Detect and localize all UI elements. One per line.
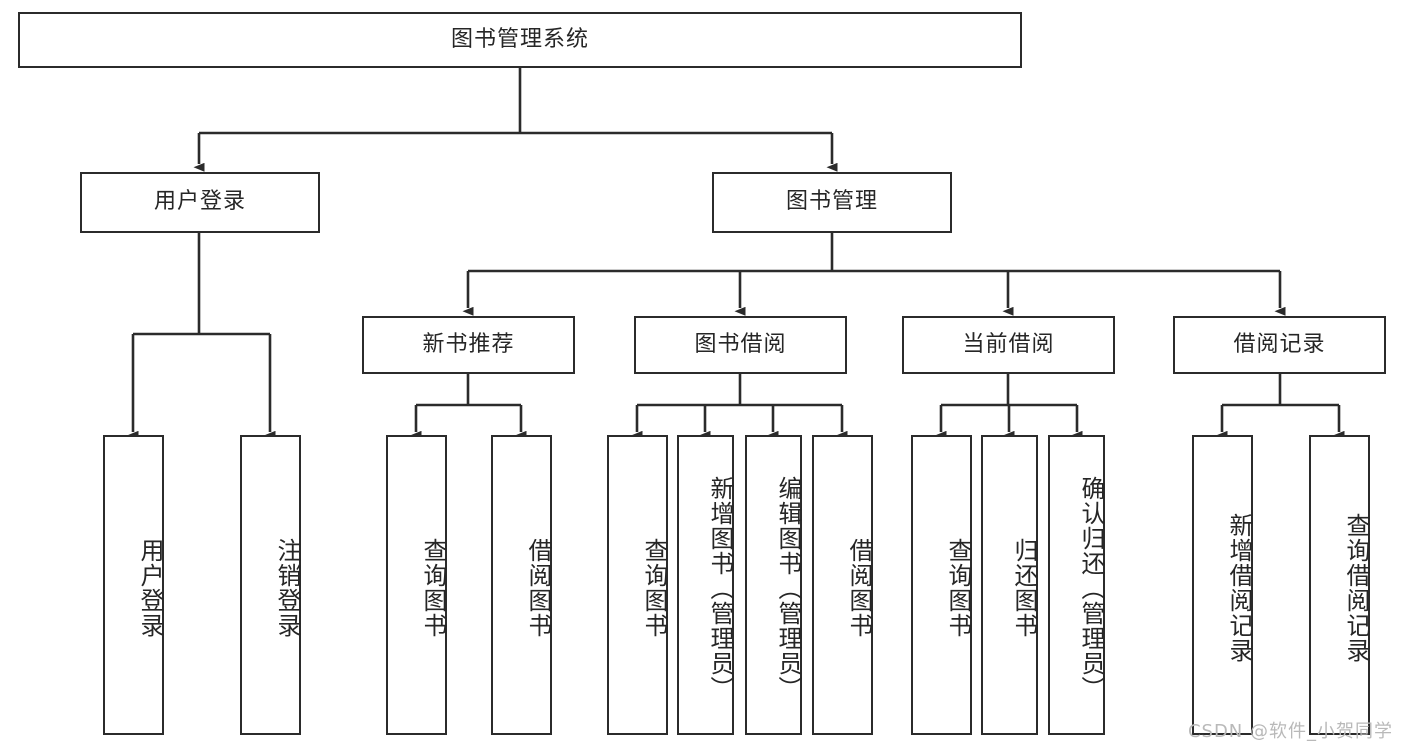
node-label: 图书借阅 xyxy=(694,331,787,357)
node-label: 图书管理系统 xyxy=(450,26,589,52)
leaf-user-login-login[interactable]: 用户登录 xyxy=(103,435,164,735)
leaf-current-borrow-return[interactable]: 归还图书 xyxy=(981,435,1038,735)
node-label: 借阅记录 xyxy=(1233,331,1326,357)
node-new-book-recommend[interactable]: 新书推荐 xyxy=(362,316,575,374)
leaf-book-borrow-lend[interactable]: 借阅图书 xyxy=(812,435,873,735)
node-label: 查询图书 xyxy=(419,538,447,638)
leaf-user-login-logout[interactable]: 注销登录 xyxy=(240,435,301,735)
node-borrow-record[interactable]: 借阅记录 xyxy=(1173,316,1386,374)
node-label: 新增图书（管理员） xyxy=(706,475,734,701)
node-label: 新增借阅记录 xyxy=(1225,513,1253,663)
node-label: 用户登录 xyxy=(136,538,164,638)
node-label: 图书管理 xyxy=(785,189,878,215)
node-label: 查询图书 xyxy=(944,538,972,638)
node-book-management[interactable]: 图书管理 xyxy=(712,172,952,233)
leaf-book-borrow-query[interactable]: 查询图书 xyxy=(607,435,668,735)
leaf-book-borrow-add[interactable]: 新增图书（管理员） xyxy=(677,435,734,735)
leaf-current-borrow-query[interactable]: 查询图书 xyxy=(911,435,972,735)
leaf-new-book-borrow[interactable]: 借阅图书 xyxy=(491,435,552,735)
node-label: 注销登录 xyxy=(273,538,301,638)
node-current-borrow[interactable]: 当前借阅 xyxy=(902,316,1115,374)
leaf-borrow-record-query[interactable]: 查询借阅记录 xyxy=(1309,435,1370,735)
leaf-borrow-record-add[interactable]: 新增借阅记录 xyxy=(1192,435,1253,735)
node-root-system[interactable]: 图书管理系统 xyxy=(18,12,1022,68)
node-book-borrow[interactable]: 图书借阅 xyxy=(634,316,847,374)
node-label: 当前借阅 xyxy=(962,331,1055,357)
node-label: 借阅图书 xyxy=(524,538,552,638)
watermark-text: CSDN @软件_小贺同学 xyxy=(1187,721,1393,742)
node-label: 确认归还（管理员） xyxy=(1077,475,1105,701)
node-label: 用户登录 xyxy=(153,189,246,215)
node-label: 新书推荐 xyxy=(422,331,515,357)
leaf-book-borrow-edit[interactable]: 编辑图书（管理员） xyxy=(745,435,802,735)
node-label: 查询图书 xyxy=(640,538,668,638)
leaf-new-book-query[interactable]: 查询图书 xyxy=(386,435,447,735)
node-label: 归还图书 xyxy=(1010,538,1038,638)
leaf-current-borrow-confirm[interactable]: 确认归还（管理员） xyxy=(1048,435,1105,735)
node-label: 编辑图书（管理员） xyxy=(774,475,802,701)
node-label: 查询借阅记录 xyxy=(1342,513,1370,663)
node-user-login[interactable]: 用户登录 xyxy=(80,172,320,233)
node-label: 借阅图书 xyxy=(845,538,873,638)
